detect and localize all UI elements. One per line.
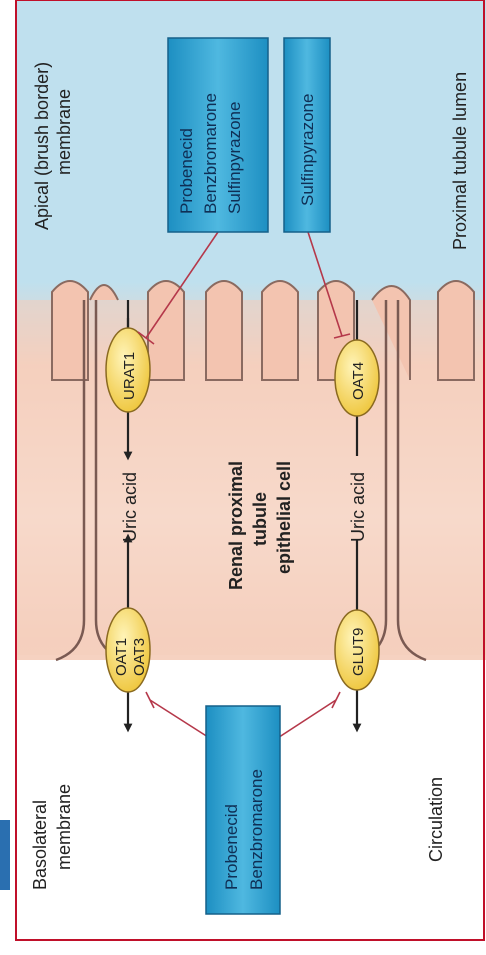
oat1-label: OAT1	[113, 638, 130, 676]
drug-box-apical-urat1: Probenecid Benzbromarone Sulfinpyrazone	[168, 38, 268, 232]
glut9-label: GLUT9	[350, 628, 367, 676]
cell-label-line3: epithelial cell	[274, 461, 294, 574]
uric-acid-label-top: Uric acid	[120, 472, 140, 542]
uric-acid-label-bottom: Uric acid	[348, 472, 368, 542]
drug-benzbromarone-apical: Benzbromarone	[201, 93, 220, 214]
drug-probenecid-apical: Probenecid	[177, 128, 196, 214]
basolateral-membrane-label-line2: membrane	[54, 784, 74, 870]
drug-probenecid-basolateral: Probenecid	[222, 804, 241, 890]
drug-sulfinpyrazone-apical1: Sulfinpyrazone	[225, 102, 244, 214]
urat1-transporter: URAT1	[106, 328, 150, 412]
cell-label-line1: Renal proximal	[226, 461, 246, 590]
drug-benzbromarone-basolateral: Benzbromarone	[247, 769, 266, 890]
lumen-label: Proximal tubule lumen	[450, 72, 470, 250]
left-edge-marker	[0, 820, 10, 890]
glut9-transporter: GLUT9	[335, 610, 379, 690]
urat1-label: URAT1	[121, 352, 138, 400]
oat4-transporter: OAT4	[335, 340, 379, 416]
cell-label-line2: tubule	[250, 492, 270, 546]
apical-membrane-label-line1: Apical (brush border)	[32, 62, 52, 230]
oat3-label: OAT3	[131, 638, 148, 676]
oat1-oat3-transporter: OAT1 OAT3	[106, 608, 150, 692]
drug-box-apical-oat4: Sulfinpyrazone	[284, 38, 330, 232]
oat4-label: OAT4	[350, 362, 367, 400]
drug-box-basolateral: Probenecid Benzbromarone	[206, 706, 280, 914]
apical-membrane-label-line2: membrane	[54, 89, 74, 175]
drug-sulfinpyrazone-apical2: Sulfinpyrazone	[298, 94, 317, 206]
basolateral-membrane-label-line1: Basolateral	[30, 800, 50, 890]
circulation-label: Circulation	[426, 777, 446, 862]
